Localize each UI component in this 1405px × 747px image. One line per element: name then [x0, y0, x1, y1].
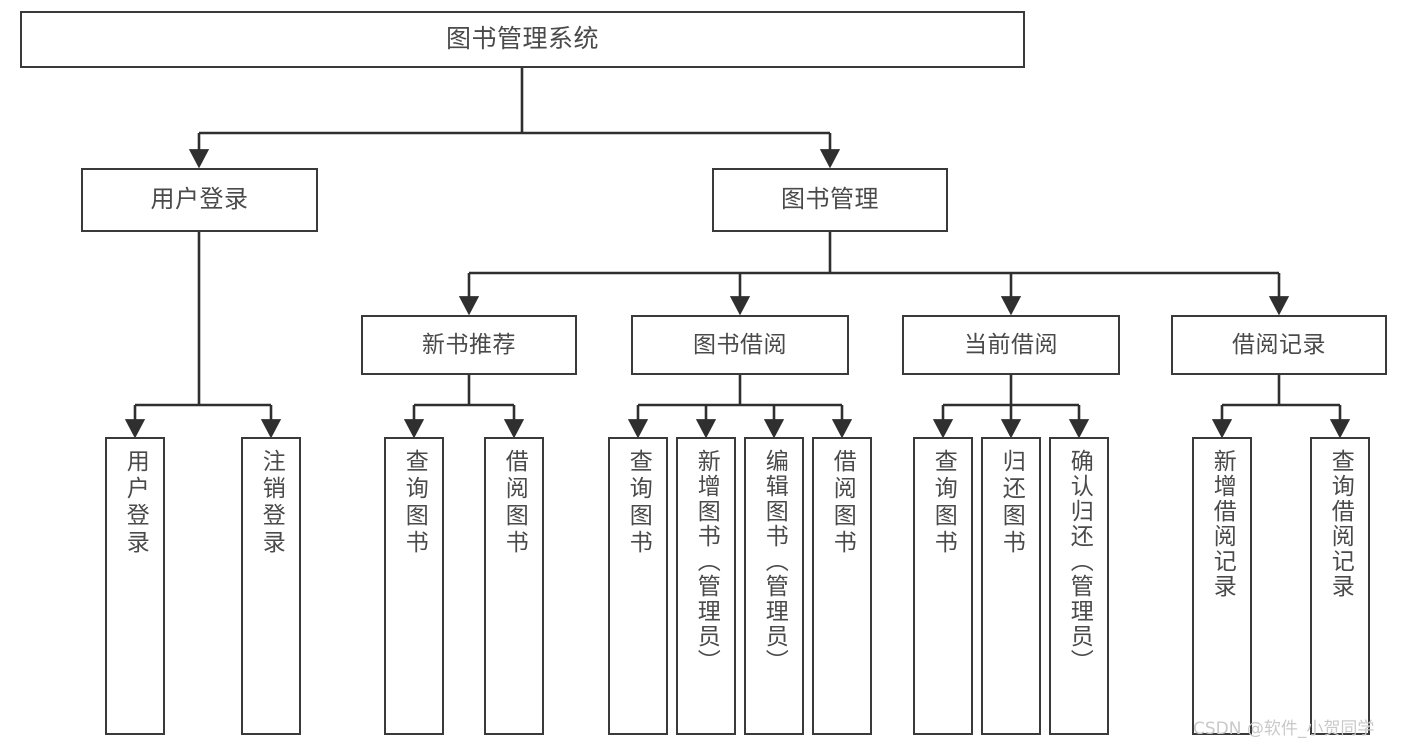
node-label: 新增图书（管理员） — [693, 449, 720, 674]
node-leaf-add-book[interactable]: 新增图书（管理员） — [676, 437, 736, 735]
node-label: 注销登录 — [258, 449, 285, 557]
node-label: 确认归还（管理员） — [1066, 449, 1093, 674]
node-leaf-borrow-book-1[interactable]: 借阅图书 — [484, 437, 544, 735]
node-label: 新增借阅记录 — [1209, 449, 1236, 599]
node-label: 查询图书 — [401, 449, 428, 557]
node-label: 当前借阅 — [964, 331, 1058, 358]
node-label: 用户登录 — [150, 185, 249, 214]
node-label: 图书管理系统 — [445, 24, 599, 54]
node-label: 借阅图书 — [501, 449, 528, 557]
node-label: 查询图书 — [625, 449, 652, 557]
csdn-watermark: CSDN @软件_小贺同学 — [1193, 719, 1375, 739]
node-book-borrow[interactable]: 图书借阅 — [631, 315, 849, 375]
node-label: 编辑图书（管理员） — [761, 449, 788, 674]
node-root-system[interactable]: 图书管理系统 — [20, 11, 1025, 68]
node-leaf-query-record[interactable]: 查询借阅记录 — [1310, 437, 1370, 735]
node-leaf-query-book-1[interactable]: 查询图书 — [384, 437, 444, 735]
node-leaf-borrow-book-2[interactable]: 借阅图书 — [812, 437, 872, 735]
node-book-manage[interactable]: 图书管理 — [712, 168, 948, 232]
node-leaf-edit-book[interactable]: 编辑图书（管理员） — [744, 437, 804, 735]
node-new-book-recommend[interactable]: 新书推荐 — [361, 315, 577, 375]
node-leaf-user-login[interactable]: 用户登录 — [105, 437, 165, 735]
node-label: 查询借阅记录 — [1327, 449, 1354, 599]
node-label: 图书管理 — [781, 185, 879, 214]
node-leaf-user-logout[interactable]: 注销登录 — [241, 437, 301, 735]
node-leaf-query-book-3[interactable]: 查询图书 — [913, 437, 973, 735]
node-label: 图书借阅 — [693, 331, 787, 358]
node-leaf-query-book-2[interactable]: 查询图书 — [608, 437, 668, 735]
node-label: 新书推荐 — [422, 331, 516, 358]
node-user-login[interactable]: 用户登录 — [81, 168, 318, 232]
node-leaf-add-record[interactable]: 新增借阅记录 — [1192, 437, 1252, 735]
node-label: 借阅图书 — [829, 449, 856, 557]
node-current-borrow[interactable]: 当前借阅 — [902, 315, 1120, 375]
node-label: 归还图书 — [998, 449, 1025, 557]
node-leaf-return-book[interactable]: 归还图书 — [981, 437, 1041, 735]
node-label: 用户登录 — [122, 449, 149, 557]
node-label: 借阅记录 — [1232, 331, 1326, 358]
node-borrow-record[interactable]: 借阅记录 — [1171, 315, 1387, 375]
node-label: 查询图书 — [930, 449, 957, 557]
node-leaf-confirm-return[interactable]: 确认归还（管理员） — [1049, 437, 1109, 735]
